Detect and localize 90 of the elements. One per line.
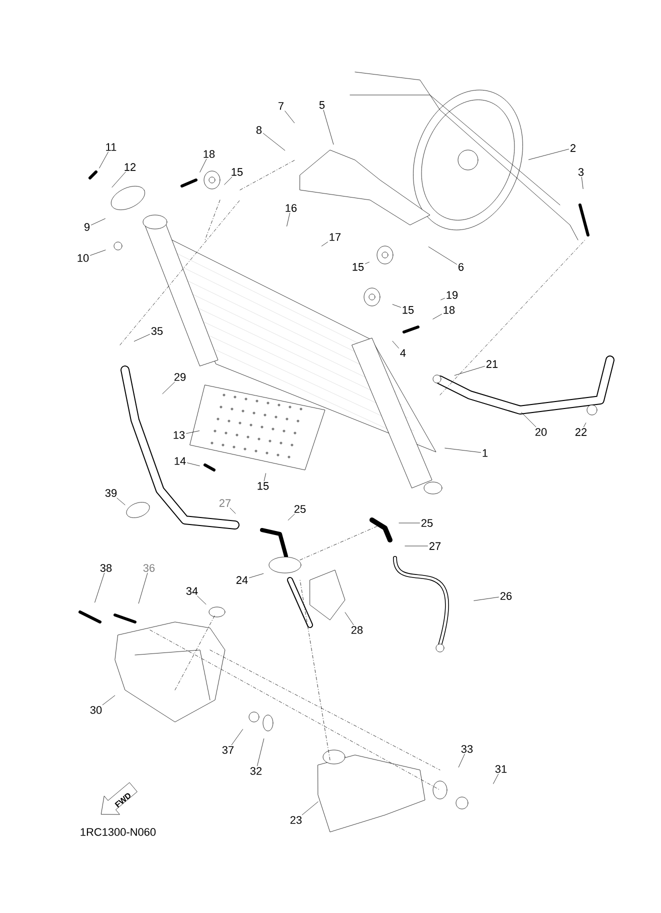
callout-number: 15	[352, 263, 364, 271]
callout-number: 24	[236, 576, 248, 584]
callout-number: 26	[500, 592, 512, 600]
leader-line	[344, 612, 354, 626]
leader-line	[90, 250, 106, 256]
callout-number: 15	[232, 168, 243, 176]
callout-number: 7	[278, 102, 284, 110]
leader-line	[112, 172, 126, 188]
leader-line	[249, 573, 264, 578]
leader-line	[392, 304, 401, 308]
leader-line	[288, 514, 295, 520]
callout-number: 9	[84, 223, 90, 231]
callout-number: 22	[575, 428, 587, 436]
leader-line	[444, 448, 481, 453]
callout-number: 8	[256, 126, 262, 134]
leader-line	[134, 334, 150, 342]
leader-line	[392, 340, 399, 348]
callout-number: 19	[446, 291, 458, 299]
leader-line	[521, 412, 536, 428]
leader-line	[162, 382, 175, 394]
callout-number: 28	[351, 626, 363, 634]
callout-number: 10	[78, 254, 89, 262]
callout-number: 36	[143, 564, 155, 572]
callout-number: 38	[100, 564, 112, 572]
leader-line	[102, 695, 116, 706]
leader-line	[454, 366, 485, 376]
callout-number: 30	[90, 706, 102, 714]
callout-number: 16	[286, 204, 297, 212]
leader-line	[187, 462, 200, 466]
callout-number: 33	[461, 745, 473, 753]
callout-number: 14	[174, 457, 186, 465]
callout-number: 15	[258, 482, 269, 490]
leader-line	[186, 430, 200, 434]
leader-line	[581, 176, 584, 189]
drawing-code: 1RC1300-N060	[80, 828, 156, 836]
callout-number: 35	[151, 327, 163, 335]
callout-number: 25	[421, 519, 433, 527]
callout-number: 15	[402, 306, 414, 314]
callout-number: 5	[319, 101, 325, 109]
leader-line	[284, 110, 295, 124]
callout-number: 17	[330, 233, 341, 241]
callout-number: 20	[535, 428, 547, 436]
leader-line	[138, 572, 148, 604]
leader-line	[584, 422, 586, 428]
callout-number: 29	[174, 373, 186, 381]
leader-line	[230, 508, 236, 514]
callout-number: 3	[578, 168, 584, 176]
leader-line	[264, 473, 266, 482]
callout-number: 18	[204, 150, 215, 158]
leader-line	[224, 176, 232, 185]
leader-line	[365, 262, 370, 264]
leader-line	[432, 314, 442, 320]
callout-number: 21	[486, 360, 498, 368]
leader-line	[231, 729, 243, 746]
callout-number: 32	[250, 767, 262, 775]
leader-line	[257, 738, 264, 766]
leader-line	[286, 212, 290, 226]
leader-line	[398, 522, 420, 524]
leader-line	[302, 802, 318, 816]
leader-line	[91, 218, 106, 226]
leader-line	[528, 148, 569, 160]
leader-line	[116, 498, 126, 506]
callout-number: 4	[400, 349, 406, 357]
leader-line	[493, 774, 499, 784]
leader-line	[197, 596, 206, 604]
callout-number: 37	[222, 746, 234, 754]
callout-number: 25	[294, 505, 306, 513]
callout-number: 1	[482, 449, 488, 457]
leader-line	[99, 152, 108, 168]
leader-line	[458, 754, 465, 768]
callout-number: 34	[186, 587, 198, 595]
callout-number: 27	[429, 542, 441, 550]
callout-number: 12	[124, 163, 136, 171]
leader-line	[323, 110, 334, 145]
leader-line	[94, 572, 105, 603]
callout-number: 27	[219, 499, 231, 507]
callout-number: 2	[570, 144, 576, 152]
leader-line	[428, 246, 457, 265]
callout-number: 11	[106, 143, 116, 151]
callout-number: 13	[174, 431, 185, 439]
leader-line	[263, 133, 286, 151]
callout-number: 39	[105, 489, 117, 497]
callout-number: 23	[290, 816, 302, 824]
leader-line	[322, 242, 328, 246]
leader-line	[474, 596, 499, 601]
callout-number: 6	[458, 263, 464, 271]
callout-number: 31	[495, 765, 507, 773]
leader-line	[440, 298, 445, 300]
callout-number: 18	[444, 306, 455, 314]
leader-line	[200, 158, 207, 172]
